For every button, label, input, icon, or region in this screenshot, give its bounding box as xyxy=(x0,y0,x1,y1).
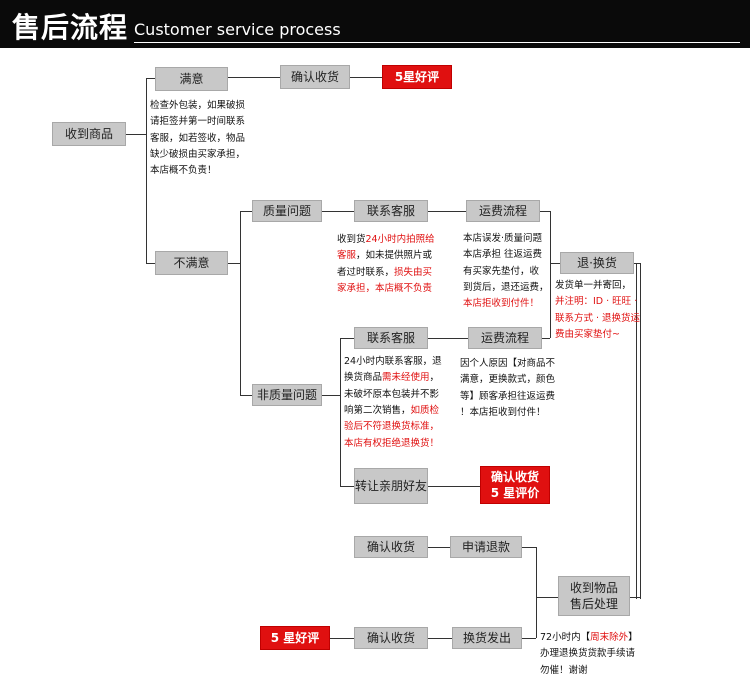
connector xyxy=(636,263,641,599)
header-underline xyxy=(134,42,740,43)
node-return-exchange: 退·换货 xyxy=(560,252,634,274)
connector xyxy=(340,338,341,486)
connector xyxy=(330,638,354,639)
connector xyxy=(146,263,155,264)
node-receive: 收到商品 xyxy=(52,122,126,146)
node-received-aftersale: 收到物品 售后处理 xyxy=(558,576,630,616)
connector xyxy=(322,211,354,212)
connector xyxy=(522,547,536,548)
connector xyxy=(350,77,382,78)
note-shipping-quality: 本店误发·质量问题 本店承担 往返运费 有买家先垫付，收 到货后，退还运费， 本… xyxy=(463,231,557,313)
connector xyxy=(146,78,147,263)
connector xyxy=(228,77,280,78)
connector xyxy=(428,486,480,487)
connector xyxy=(428,338,468,339)
node-five-star-review: 5 星好评 xyxy=(260,626,330,650)
node-non-quality-issue: 非质量问题 xyxy=(252,384,322,406)
connector xyxy=(340,338,354,339)
connector xyxy=(634,263,640,264)
node-received-line1: 收到物品 xyxy=(569,580,618,595)
node-satisfied: 满意 xyxy=(155,67,228,91)
note-return-exchange: 发货单一并寄回， 并注明：ID · 旺旺 · 联系方式 · 退换货运 费由买家垫… xyxy=(555,278,650,343)
note-72-hours: 72小时内【周末除外】 办理退换货货款手续请 勿催！谢谢 xyxy=(540,630,655,679)
node-unsatisfied: 不满意 xyxy=(155,251,228,275)
node-confirm-receipt: 确认收货 xyxy=(280,65,350,89)
connector xyxy=(536,597,558,598)
connector xyxy=(428,638,452,639)
note-text-highlight: 本店拒收到付件！ xyxy=(463,298,540,310)
connector xyxy=(322,395,340,396)
note-text: 本店误发·质量问题 本店承担 往返运费 有买家先垫付，收 到货后，退还运费， xyxy=(463,233,549,293)
node-five-star-review: 5星好评 xyxy=(382,65,452,89)
page-title: 售后流程 xyxy=(12,11,129,44)
node-quality-issue: 质量问题 xyxy=(252,200,322,222)
note-inspect-package: 检查外包装，如果破损 请拒签并第一时间联系 客服，如若签收，物品 缺少破损由买家… xyxy=(150,100,246,177)
connector xyxy=(146,78,155,79)
node-confirm-receipt: 确认收货 xyxy=(354,627,428,649)
connector xyxy=(630,597,640,598)
note-text: 发货单一并寄回， xyxy=(555,280,632,291)
connector xyxy=(522,638,536,639)
node-received-line2: 售后处理 xyxy=(569,597,618,611)
node-confirm-five-star-line1: 确认收货 xyxy=(490,469,539,484)
connector xyxy=(126,134,146,135)
note-text: ，如未提供照片或 者过时联系， xyxy=(337,250,433,278)
note-text-highlight: 如质检 验后不符退换货标准， 本店有权拒绝退换货！ xyxy=(344,404,440,449)
note-text-highlight: 24小时内拍照给 xyxy=(365,234,435,245)
connector xyxy=(550,211,551,338)
note-quality-issue: 收到货24小时内拍照给 客服，如未提供照片或 者过时联系，损失由买 家承担，本店… xyxy=(337,232,457,297)
connector xyxy=(550,263,560,264)
node-apply-refund: 申请退款 xyxy=(450,536,522,558)
note-text: 收到货 xyxy=(337,234,366,245)
note-text-highlight: 客服 xyxy=(337,250,357,262)
connector xyxy=(228,263,240,264)
connector xyxy=(240,211,241,395)
connector xyxy=(240,395,252,396)
note-text: 72小时内【 xyxy=(540,632,591,643)
connector xyxy=(240,211,252,212)
connector xyxy=(536,547,537,638)
note-text: 24小时内联系客服，退 换货商品 xyxy=(344,356,442,384)
page-subtitle: Customer service process xyxy=(134,20,341,39)
note-personal-reason: 因个人原因【对商品不 满意，更换款式，颜色 等】顾客承担往返运费 ！本店拒收到付… xyxy=(460,358,556,418)
node-shipping-process: 运费流程 xyxy=(466,200,540,222)
connector xyxy=(542,338,550,339)
note-text-highlight: 周末除外 xyxy=(590,632,629,643)
connector xyxy=(428,547,450,548)
note-non-quality: 24小时内联系客服，退 换货商品需未经使用， 未破坏原本包装并不影 响第二次销售… xyxy=(344,354,459,452)
connector xyxy=(340,486,354,487)
note-text-highlight: 需未经使用 xyxy=(382,372,430,384)
node-contact-cs: 联系客服 xyxy=(354,327,428,349)
note-text: 】 办理退换货货款手续请 勿催！谢谢 xyxy=(540,632,638,676)
connector xyxy=(540,211,550,212)
node-shipping-process: 运费流程 xyxy=(468,327,542,349)
note-text-highlight: 损失由买 家承担，本店概不负责 xyxy=(337,266,433,294)
note-text-highlight: 并注明：ID · 旺旺 · 联系方式 · 退换货运 费由买家垫付~ xyxy=(555,296,641,340)
note-text: ， 未破坏原本包装并不影 响第二次销售， xyxy=(344,372,440,416)
node-confirm-five-star-line2: 5 星评价 xyxy=(490,486,540,500)
node-confirm-receipt: 确认收货 xyxy=(354,536,428,558)
node-contact-cs: 联系客服 xyxy=(354,200,428,222)
node-confirm-five-star: 确认收货 5 星评价 xyxy=(480,466,550,504)
node-exchange-shipped: 换货发出 xyxy=(452,627,522,649)
node-gift-friend: 转让亲朋好友 xyxy=(354,468,428,504)
header-bar: 售后流程 Customer service process xyxy=(0,0,750,48)
connector xyxy=(428,211,466,212)
